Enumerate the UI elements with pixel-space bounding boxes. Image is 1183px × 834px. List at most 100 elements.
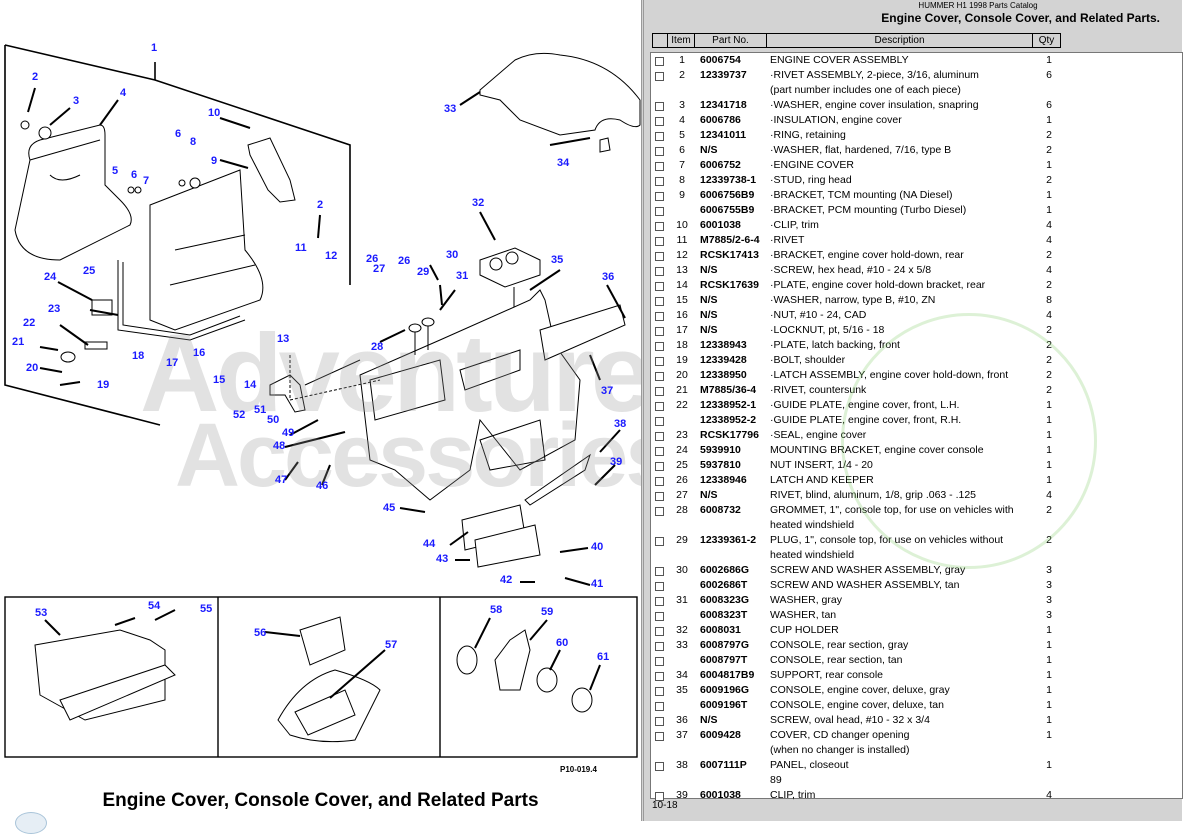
part-number: 6008732 [700,504,741,516]
table-row: 37 6009428 COVER, CD changer opening(whe… [651,728,1182,758]
header-part-no[interactable]: Part No. [695,34,767,47]
row-checkbox[interactable] [654,417,664,426]
header-item[interactable]: Item [668,34,695,47]
item-number: 10 [676,219,688,231]
row-checkbox[interactable] [654,327,664,336]
table-header: Item Part No. Description Qty [652,33,1061,48]
callout-label: 53 [35,607,48,619]
row-checkbox[interactable] [654,432,664,441]
item-number: 32 [676,624,688,636]
table-row: 22 12338952-1 ·GUIDE PLATE, engine cover… [651,398,1182,413]
part-description: ·LATCH ASSEMBLY, engine cover hold-down,… [770,368,1032,383]
row-checkbox[interactable] [654,372,664,381]
description-line: ·PLATE, engine cover hold-down bracket, … [770,279,986,291]
row-checkbox[interactable] [654,567,664,576]
row-checkbox[interactable] [654,492,664,501]
row-checkbox[interactable] [654,342,664,351]
part-description: ·WASHER, flat, hardened, 7/16, type B [770,143,1032,158]
row-checkbox[interactable] [654,177,664,186]
row-checkbox[interactable] [654,387,664,396]
item-number: 20 [676,369,688,381]
header-description[interactable]: Description [767,34,1033,47]
row-checkbox[interactable] [654,147,664,156]
row-checkbox[interactable] [654,402,664,411]
row-checkbox[interactable] [654,717,664,726]
item-number [667,608,697,623]
table-row: 6002686T SCREW AND WASHER ASSEMBLY, tan … [651,578,1182,593]
table-row: 5 12341011 ·RING, retaining 2 [651,128,1182,143]
table-row: 11 M7885/2-6-4 ·RIVET 4 [651,233,1182,248]
row-checkbox[interactable] [654,117,664,126]
row-checkbox[interactable] [654,597,664,606]
row-checkbox[interactable] [654,222,664,231]
table-row: 13 N/S ·SCREW, hex head, #10 - 24 x 5/8 … [651,263,1182,278]
table-row: 39 6001038 CLIP, trim 4 [651,788,1182,803]
table-row: 6008323T WASHER, tan 3 [651,608,1182,623]
row-checkbox[interactable] [654,537,664,546]
quantity: 4 [1046,789,1052,801]
row-checkbox[interactable] [654,102,664,111]
row-checkbox[interactable] [654,207,664,216]
item-number: 11 [676,234,688,246]
quantity: 2 [1046,534,1052,546]
part-description: GROMMET, 1", console top, for use on veh… [770,503,1032,533]
description-line: ·RIVET, countersunk [770,384,867,396]
part-number: 12338943 [700,339,747,351]
watermark-text: Accessories [175,406,675,506]
row-checkbox[interactable] [654,312,664,321]
row-checkbox[interactable] [654,462,664,471]
row-checkbox[interactable] [654,582,664,591]
row-checkbox[interactable] [654,237,664,246]
part-description: COVER, CD changer opening(when no change… [770,728,1032,758]
quantity: 4 [1046,219,1052,231]
row-checkbox[interactable] [654,762,664,771]
part-number: 12341718 [700,99,747,111]
row-checkbox[interactable] [654,267,664,276]
row-checkbox[interactable] [654,657,664,666]
part-number: 5937810 [700,459,741,471]
part-number: N/S [700,489,718,501]
row-checkbox[interactable] [654,192,664,201]
row-checkbox[interactable] [654,792,664,801]
part-number: 6007111P [700,759,747,771]
header-qty[interactable]: Qty [1038,35,1055,46]
row-checkbox[interactable] [654,687,664,696]
parts-table[interactable]: 1 6006754 ENGINE COVER ASSEMBLY 1 2 1233… [650,52,1183,801]
row-checkbox[interactable] [654,297,664,306]
parts-diagram: Adventure Accessories 1 2 3 4 5 6 7 8 9 … [4,42,676,834]
row-checkbox[interactable] [654,732,664,741]
row-checkbox[interactable] [654,282,664,291]
description-line: ·RING, retaining [770,129,846,141]
row-checkbox[interactable] [654,132,664,141]
row-checkbox[interactable] [654,252,664,261]
row-checkbox[interactable] [654,612,664,621]
page-number: 10-18 [652,800,678,811]
part-number: 6009428 [700,729,741,741]
part-number: 12338950 [700,369,747,381]
callout-label: 23 [48,303,61,315]
quantity: 1 [1046,639,1052,651]
item-number: 36 [676,714,688,726]
row-checkbox[interactable] [654,162,664,171]
row-checkbox[interactable] [654,72,664,81]
callout-label: 48 [273,440,286,452]
row-checkbox[interactable] [654,57,664,66]
row-checkbox[interactable] [654,447,664,456]
table-row: 6009196T CONSOLE, engine cover, deluxe, … [651,698,1182,713]
part-description: ·BRACKET, engine cover hold-down, rear [770,248,1032,263]
row-checkbox[interactable] [654,507,664,516]
part-description: WASHER, gray [770,593,1032,608]
item-number: 14 [676,279,688,291]
callout-label: 45 [383,502,396,514]
callout-label: 22 [23,317,36,329]
row-checkbox[interactable] [654,672,664,681]
row-checkbox[interactable] [654,477,664,486]
row-checkbox[interactable] [654,627,664,636]
row-checkbox[interactable] [654,702,664,711]
header-select-column [653,34,668,47]
row-checkbox[interactable] [654,357,664,366]
item-number [667,203,697,218]
quantity: 1 [1046,459,1052,471]
row-checkbox[interactable] [654,642,664,651]
